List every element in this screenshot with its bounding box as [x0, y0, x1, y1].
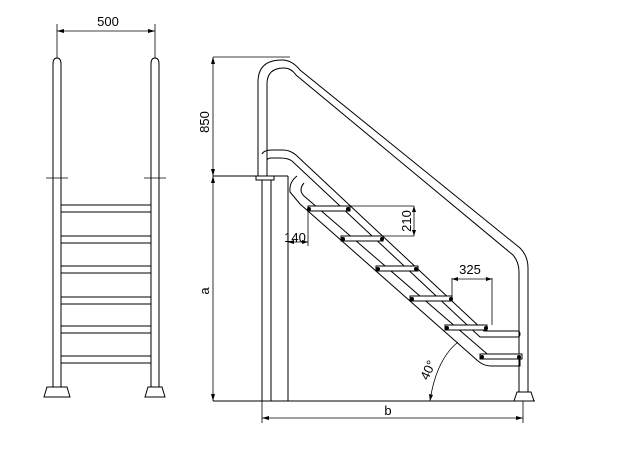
front-treads [60, 204, 152, 364]
side-treads [307, 205, 523, 360]
rise-dimension [350, 205, 416, 237]
side-handrail [255, 59, 529, 394]
front-left-post [43, 57, 71, 398]
pool-wall [213, 175, 535, 402]
rise-210-label: 210 [399, 210, 414, 232]
tread-dimension [288, 211, 309, 246]
length-dimension [261, 401, 524, 423]
side-height-dimensions [211, 56, 290, 401]
front-view: 500 [43, 14, 166, 398]
tread-140-label: 140 [284, 230, 306, 245]
depth-a-label: a [197, 287, 212, 295]
length-b-label: b [384, 403, 391, 418]
going-dimension [451, 277, 493, 325]
front-right-post [144, 57, 166, 398]
front-width-dimension [56, 24, 156, 58]
side-foot [513, 391, 535, 402]
going-325-label: 325 [459, 262, 481, 277]
side-view: 850 a [197, 56, 535, 423]
height-850-label: 850 [197, 111, 212, 133]
side-stringer-upper [261, 149, 521, 338]
side-vertical-post [261, 176, 272, 401]
front-width-label: 500 [97, 14, 119, 29]
angle-indicator [429, 341, 459, 402]
side-stringer-lower [289, 175, 521, 367]
angle-40-label: 40° [417, 358, 439, 382]
